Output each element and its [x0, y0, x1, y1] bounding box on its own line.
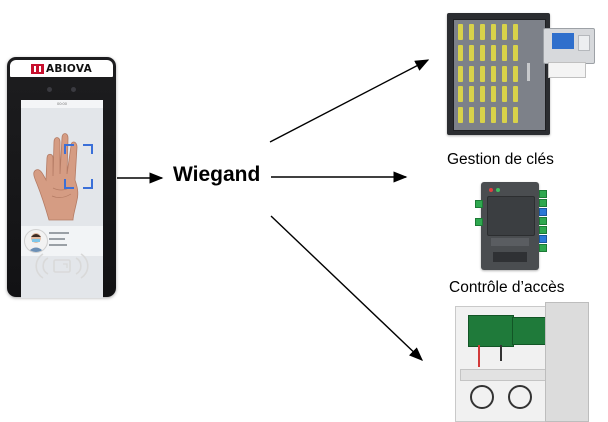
screen-status-bar: 00:00	[21, 100, 103, 108]
terminal-block	[475, 218, 483, 226]
terminal-block	[539, 199, 547, 207]
terminal-base	[548, 62, 586, 78]
wiegand-label: Wiegand	[173, 163, 261, 186]
access-controller-icon	[481, 182, 539, 270]
info-line	[49, 244, 67, 246]
reader-header: ABIOVA	[10, 60, 113, 77]
brand-name: ABIOVA	[45, 62, 93, 75]
terminal-block	[539, 226, 547, 234]
reader-screen: 00:00	[21, 100, 103, 298]
status-led	[489, 188, 493, 192]
scan-frame-corner	[83, 179, 93, 189]
terminal-block	[539, 244, 547, 252]
controller-vent	[493, 252, 527, 262]
terminal-block	[539, 190, 547, 198]
camera-icon	[47, 87, 52, 92]
controller-cover	[487, 196, 535, 236]
key-grid	[457, 24, 519, 124]
terminal-keypad	[578, 35, 590, 51]
nfc-card-icon	[29, 250, 95, 282]
scan-frame-corner	[64, 179, 74, 189]
target-label-access-control: Contrôle d’accès	[449, 279, 565, 296]
terminal-screen	[552, 33, 574, 49]
scan-frame-corner	[83, 144, 93, 154]
terminal-block	[539, 235, 547, 243]
circuit-board	[512, 317, 548, 345]
terminal-block	[539, 208, 547, 216]
info-line	[49, 232, 69, 234]
arrow-to-alarm-panel	[270, 215, 424, 361]
alarm-panel-lid	[545, 302, 589, 422]
circuit-board	[468, 315, 514, 347]
info-line	[49, 238, 65, 240]
arrow-to-key-management	[269, 59, 430, 143]
status-led	[496, 188, 500, 192]
cable-coil	[470, 385, 494, 409]
wire	[478, 345, 480, 367]
avatar	[24, 229, 48, 253]
wire	[500, 345, 502, 361]
cable-coil	[508, 385, 532, 409]
mounting-shelf	[460, 369, 546, 381]
key-cabinet-icon	[447, 13, 550, 135]
terminal-block	[475, 200, 483, 208]
controller-plate	[491, 238, 529, 246]
brand-logo-icon	[30, 63, 44, 74]
palm-reader-device: ABIOVA 00:00	[7, 57, 116, 298]
scan-frame-corner	[64, 144, 74, 154]
camera-icon	[71, 87, 76, 92]
cabinet-terminal-icon	[543, 28, 595, 64]
terminal-block	[539, 217, 547, 225]
cabinet-door	[453, 19, 546, 131]
door-handle	[527, 63, 530, 81]
target-label-key-management: Gestion de clés	[447, 151, 554, 168]
